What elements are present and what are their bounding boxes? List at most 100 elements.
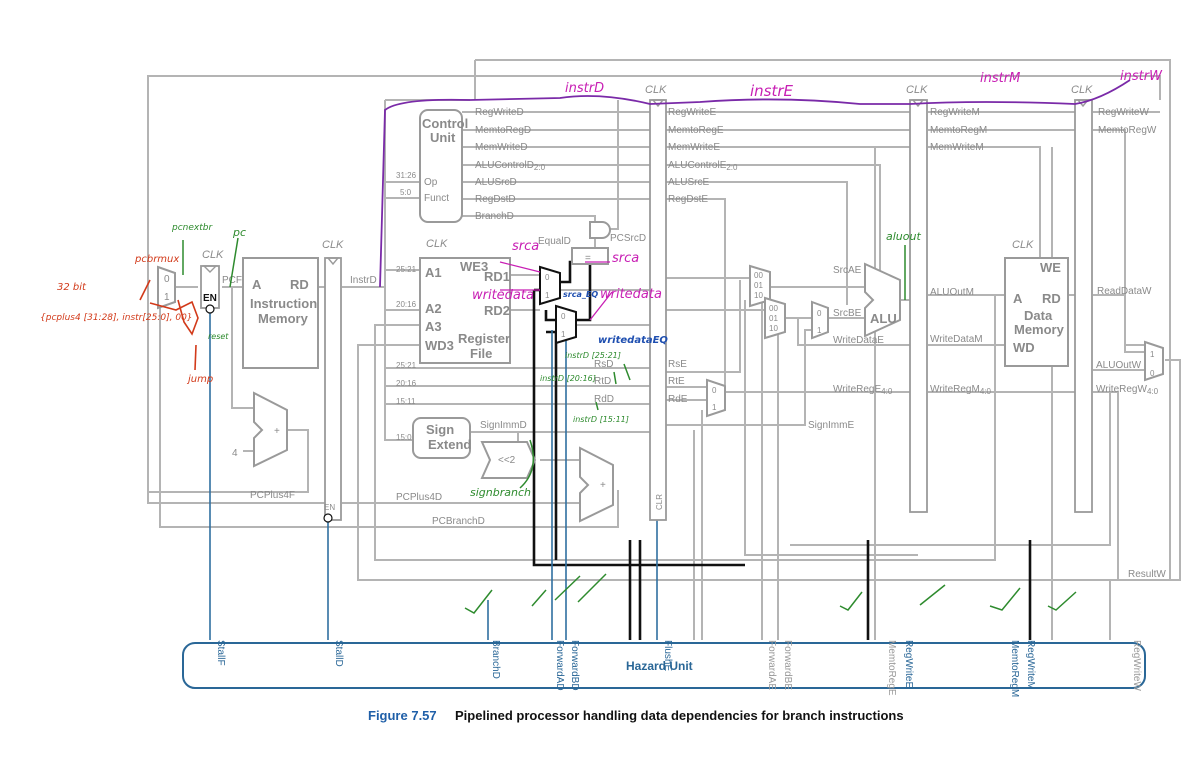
note-pc: pc [232,226,246,239]
hazard-signal: RegWriteM [1025,640,1036,690]
svg-text:ALUOutM: ALUOutM [930,287,974,298]
svg-text:25:21: 25:21 [396,361,417,370]
note-instrD-25-21: instrD [25:21] [565,351,621,360]
svg-text:WriteRegE4:0: WriteRegE4:0 [833,384,893,396]
svg-text:01: 01 [754,281,763,290]
svg-text:WriteDataE: WriteDataE [833,335,884,346]
svg-text:RegWriteE: RegWriteE [668,107,716,118]
svg-text:RD: RD [1042,291,1061,306]
forward-ad-mux [539,265,561,306]
svg-text:0: 0 [545,273,550,282]
svg-text:+: + [600,480,606,491]
svg-text:BranchD: BranchD [475,211,514,222]
svg-text:WE3: WE3 [460,259,488,274]
svg-text:RD1: RD1 [484,269,510,284]
hazard-signal: MemtoRegM [1009,640,1020,697]
svg-text:SrcAE: SrcAE [833,265,862,276]
svg-text:1: 1 [545,291,550,300]
svg-text:MemtoRegM: MemtoRegM [930,125,987,136]
svg-text:MemtoRegW: MemtoRegW [1098,125,1157,136]
if-id-register [324,257,342,521]
svg-text:SignImmD: SignImmD [480,420,527,431]
svg-text:RegWriteD: RegWriteD [475,107,524,118]
pcplus4-adder [253,391,288,468]
svg-text:00: 00 [769,304,778,313]
note-srca-1: srca [512,239,539,254]
svg-text:5:0: 5:0 [400,188,412,197]
svg-text:20:16: 20:16 [396,379,417,388]
svg-text:RegDstE: RegDstE [668,194,708,205]
svg-text:ALUSrcE: ALUSrcE [668,177,709,188]
svg-text:RsD: RsD [594,359,613,370]
clr-e: CLR [655,494,664,510]
svg-text:MemWriteE: MemWriteE [668,142,720,153]
svg-text:1: 1 [712,403,717,412]
svg-text:MemtoRegD: MemtoRegD [475,125,531,136]
note-jump-addr: {pcplus4 [31:28], instr[25:0], 00} [40,313,193,323]
hazard-signal: StallD [333,640,344,667]
svg-text:RtD: RtD [594,376,611,387]
note-writedata-1: writedata [472,288,534,303]
svg-text:1: 1 [164,292,170,303]
svg-text:SignImmE: SignImmE [808,420,854,431]
clk-dm: CLK [1012,239,1034,251]
note-srca-2: srca [612,251,639,266]
forward-bd-mux [555,304,577,345]
svg-text:15:11: 15:11 [396,397,416,406]
svg-text:MemWriteM: MemWriteM [930,142,984,153]
svg-text:10: 10 [769,324,778,333]
svg-text:MemtoRegE: MemtoRegE [668,125,724,136]
svg-text:WriteRegM4:0: WriteRegM4:0 [930,384,992,396]
instrd-label: InstrD [350,275,377,286]
clk-f: CLK [202,249,224,261]
hazard-signal: RegWriteE [903,640,914,688]
note-instrD-15-11: instrD [15:11] [573,415,629,424]
pc-mux [157,265,176,310]
register-file-label: Register [458,331,510,346]
svg-text:WriteDataM: WriteDataM [930,334,983,345]
hazard-signal-labels: StallF StallD BranchD ForwardAD ForwardB… [215,640,1142,697]
hazard-signal: MemtoRegE [886,640,897,696]
svg-text:ALUControlE2:0: ALUControlE2:0 [668,160,738,172]
caption-figure-number: Figure 7.57 [368,708,437,723]
svg-text:RD: RD [290,277,309,292]
svg-text:ALUControlD2:0: ALUControlD2:0 [475,160,546,172]
note-pcbrmux: pcbrmux [134,254,179,265]
note-instrD-20-16: instrD [20:16] [540,374,596,383]
pcbranchd-label: PCBranchD [432,516,485,527]
svg-text:Funct: Funct [424,193,449,204]
svg-text:RdE: RdE [668,394,688,405]
svg-text:0: 0 [561,312,566,321]
handwritten-annotations: instrD instrE instrM instrW srca writeda… [40,69,1163,614]
svg-text:RtE: RtE [668,376,685,387]
note-writedata-2: writedata [600,287,662,302]
svg-text:25:21: 25:21 [396,265,417,274]
note-writedata-eq: writedataEQ [598,335,668,346]
svg-text:WriteRegW4:0: WriteRegW4:0 [1096,384,1159,396]
svg-text:A: A [252,277,262,292]
hazard-unit [182,642,1146,689]
branch-adder [579,446,614,523]
svg-text:Sign: Sign [426,422,454,437]
svg-text:0: 0 [712,386,717,395]
instruction-memory [242,257,319,369]
svg-text:ALUOutW: ALUOutW [1096,360,1142,371]
svg-text:RdD: RdD [594,394,614,405]
svg-text:ALUSrcD: ALUSrcD [475,177,517,188]
alusrc-mux [811,300,829,340]
note-aluout: aluout [886,230,921,243]
en-f: EN [203,293,217,304]
id-ex-register [649,99,667,521]
svg-text:A: A [1013,291,1023,306]
svg-text:15:0: 15:0 [396,433,412,442]
svg-text:RD2: RD2 [484,303,510,318]
svg-text:WE: WE [1040,260,1061,275]
clk-d: CLK [322,239,344,251]
equal-comparator [571,247,609,265]
svg-text:10: 10 [754,291,763,300]
hazard-signal: ForwardBD [569,640,580,691]
svg-text:0: 0 [164,274,170,285]
svg-text:1: 1 [1150,350,1155,359]
branch-and-gate [589,221,611,239]
svg-text:1: 1 [817,326,822,335]
